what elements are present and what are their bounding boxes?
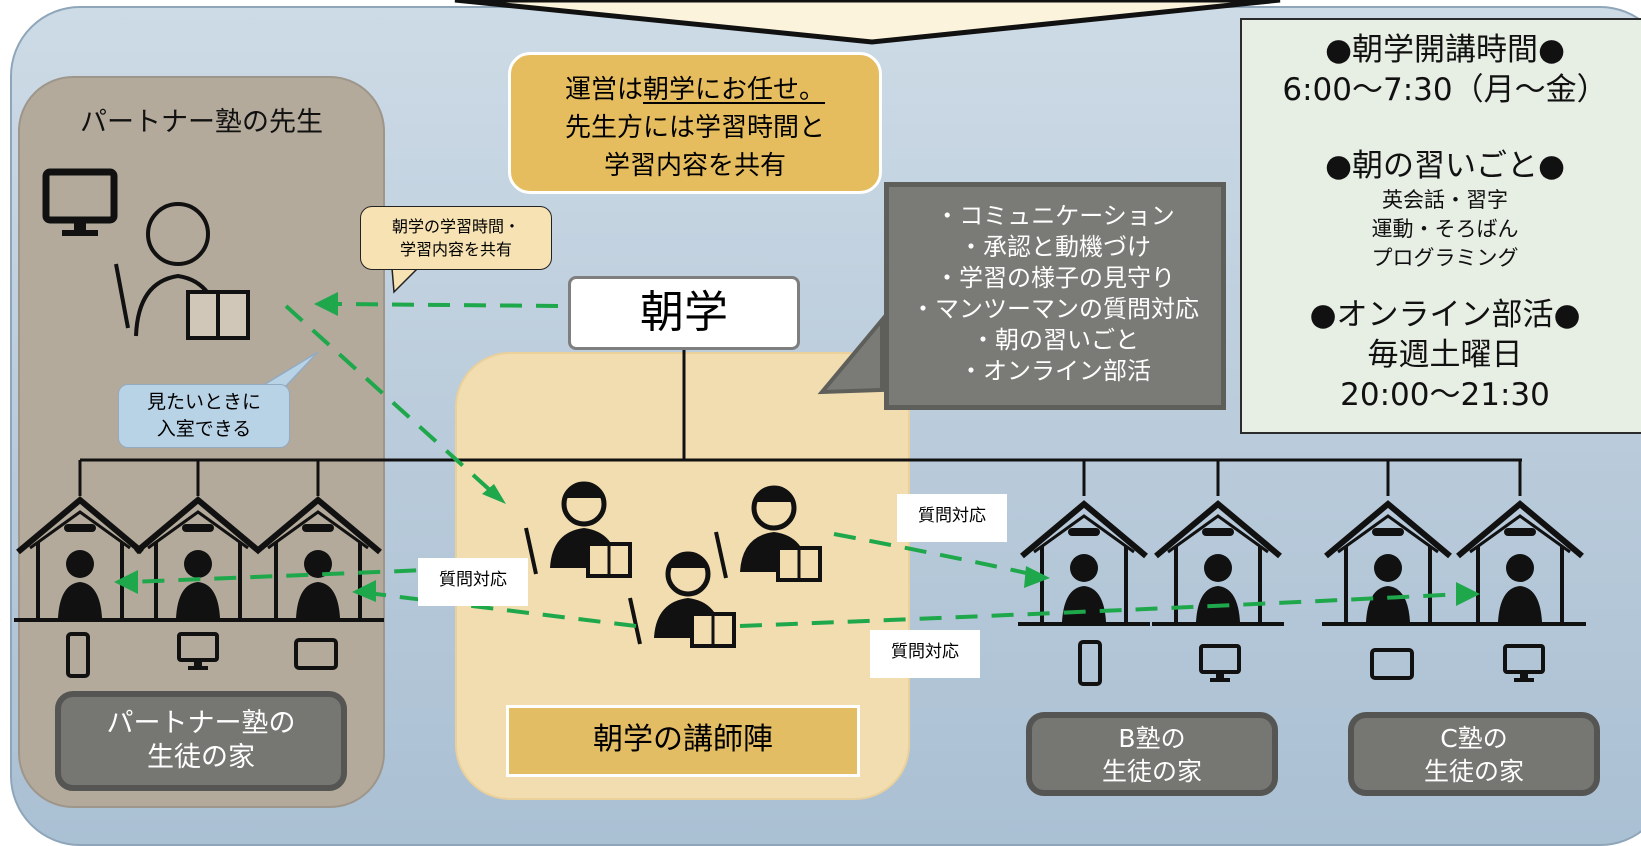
asagaku-center-box: 朝学 xyxy=(568,276,800,350)
features-box: ・コミュニケーション ・承認と動機づけ ・学習の様子の見守り ・マンツーマンの質… xyxy=(884,182,1226,410)
arrowhead-q3 xyxy=(1456,582,1480,606)
arrowhead-q1 xyxy=(114,570,138,594)
monitor-icon xyxy=(1199,644,1241,682)
teacher-icon xyxy=(714,485,822,582)
arrowhead-q1b xyxy=(352,580,376,602)
club-day: 毎週土曜日 xyxy=(1367,337,1523,373)
enter-speech-bubble: 見たいときに 入室できる xyxy=(118,384,290,448)
management-line2: 先生方には学習時間と xyxy=(564,113,825,143)
monitor-icon xyxy=(42,168,118,236)
label-line: パートナー塾の xyxy=(106,708,296,739)
lessons-item: 英会話・習字 xyxy=(1382,188,1508,212)
enter-bubble-tail xyxy=(259,351,319,387)
management-line1: 運営は朝学にお任せ。 xyxy=(564,75,826,105)
lessons-heading: ●朝の習いごと● xyxy=(1324,148,1566,184)
share-line2: 学習内容を共有 xyxy=(399,240,512,259)
feature-item: ・マンツーマンの質問対応 xyxy=(911,295,1199,323)
teacher-icon xyxy=(114,202,250,340)
enter-line2: 入室できる xyxy=(156,418,252,440)
management-line3: 学習内容を共有 xyxy=(603,151,786,181)
label-line: B塾の xyxy=(1118,724,1186,753)
hours-heading: ●朝学開講時間● xyxy=(1324,32,1566,68)
student-icon xyxy=(1196,554,1240,622)
feature-item: ・オンライン部活 xyxy=(959,357,1151,385)
question-label: 質問対応 xyxy=(418,558,528,606)
devices-layer xyxy=(66,632,1545,686)
share-bubble-tail xyxy=(391,267,420,294)
question-label: 質問対応 xyxy=(870,630,980,678)
house-icon xyxy=(1322,500,1454,626)
enter-line1: 見たいときに xyxy=(146,391,261,413)
arrow-q3 xyxy=(739,592,1465,628)
arrow-share xyxy=(335,302,559,308)
hours-value: 6:00～7:30（月～金） xyxy=(1282,72,1608,108)
management-box: 運営は朝学にお任せ。 先生方には学習時間と 学習内容を共有 xyxy=(508,52,882,194)
house-icon xyxy=(252,496,384,622)
student-icon xyxy=(176,550,220,618)
tablet-icon xyxy=(294,638,338,670)
instructors-layer xyxy=(524,481,822,648)
arrow-q1b xyxy=(359,590,637,628)
feature-item: ・承認と動機づけ xyxy=(959,233,1151,261)
c-student-home-label: C塾の 生徒の家 xyxy=(1348,712,1600,796)
student-icon xyxy=(58,550,102,618)
question-label: 質問対応 xyxy=(897,494,1007,542)
tablet-icon xyxy=(1370,648,1414,680)
club-time: 20:00～21:30 xyxy=(1340,377,1550,413)
lessons-item: プログラミング xyxy=(1371,246,1519,270)
arrowhead-instructors xyxy=(482,484,506,504)
arrowhead-share xyxy=(314,292,338,316)
arrowhead-q2 xyxy=(1024,566,1050,588)
label-line: 生徒の家 xyxy=(1101,757,1202,786)
features-pointer xyxy=(817,314,884,395)
feature-item: ・コミュニケーション xyxy=(935,202,1175,230)
arrow-heads xyxy=(114,292,1480,606)
house-icon xyxy=(1454,500,1586,626)
info-panel: ●朝学開講時間● 6:00～7:30（月～金） ●朝の習いごと● 英会話・習字 … xyxy=(1240,18,1641,434)
feature-item: ・朝の習いごと xyxy=(971,326,1139,354)
connector-drops xyxy=(78,460,1522,496)
smartphone-icon xyxy=(66,632,90,678)
house-icon xyxy=(1018,500,1150,626)
label-line: 生徒の家 xyxy=(1423,757,1524,786)
arrow-q2 xyxy=(833,532,1041,578)
house-icon xyxy=(132,496,264,622)
house-icon xyxy=(14,496,146,622)
arrow-teacher-to-instructors xyxy=(284,304,494,494)
b-student-home-label: B塾の 生徒の家 xyxy=(1026,712,1278,796)
partner-student-home-label: パートナー塾の 生徒の家 xyxy=(55,691,347,791)
teacher-icon xyxy=(524,481,632,578)
lessons-item: 運動・そろばん xyxy=(1371,217,1519,241)
smartphone-icon xyxy=(1078,640,1102,686)
label-line: 生徒の家 xyxy=(147,742,255,773)
student-icon xyxy=(296,550,340,618)
instructors-label: 朝学の講師陣 xyxy=(506,705,860,777)
club-heading: ●オンライン部活● xyxy=(1309,297,1581,333)
feature-item: ・学習の様子の見守り xyxy=(935,264,1175,292)
student-icon xyxy=(1498,554,1542,622)
teacher-icon xyxy=(628,551,736,648)
share-line1: 朝学の学習時間・ xyxy=(391,217,520,236)
top-banner-shape xyxy=(454,0,1281,45)
student-icon xyxy=(1366,554,1410,622)
share-speech-bubble: 朝学の学習時間・ 学習内容を共有 xyxy=(360,206,552,270)
partner-teacher-title: パートナー塾の先生 xyxy=(80,107,323,138)
monitor-icon xyxy=(177,632,219,670)
houses-layer xyxy=(14,496,1586,626)
monitor-icon xyxy=(1503,644,1545,682)
label-line: C塾の xyxy=(1440,724,1508,753)
